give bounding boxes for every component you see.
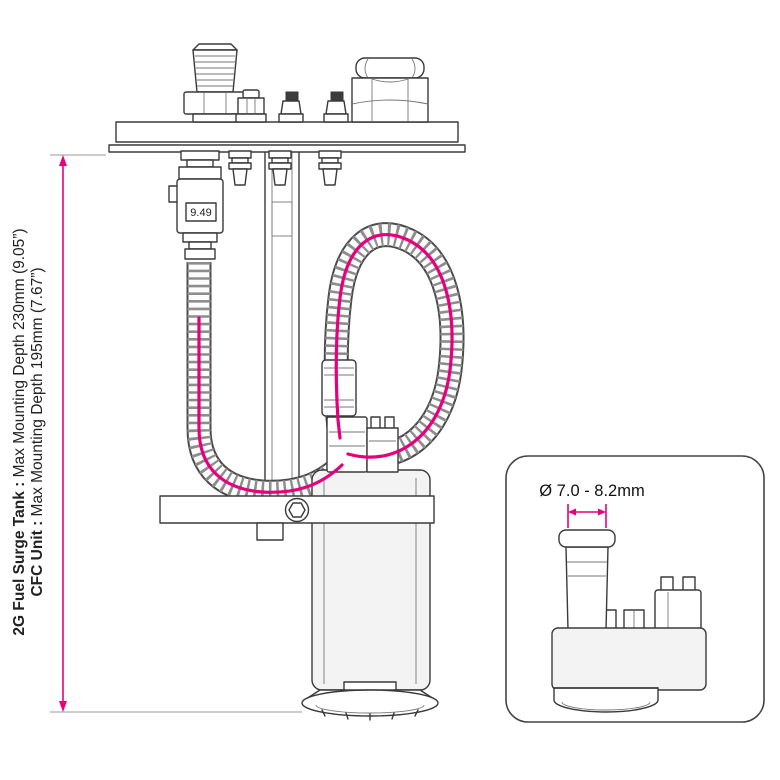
hose-connector [321,359,357,417]
center-tube [264,149,300,501]
cfc-unit-depth-label: CFC Unit : Max Mounting Depth 195mm (7.6… [29,267,46,596]
barb-fitting [558,529,616,631]
stud-left [278,91,304,123]
an-fitting-large [183,43,247,123]
hose-routing-highlight [197,233,454,494]
under-plate-fittings [228,150,342,186]
check-valve-assembly: 9.49 [168,150,224,260]
mounting-depth-dimension [50,154,302,713]
cfc-base [553,687,659,713]
component-value-label: 9.49 [190,207,211,219]
strainer-bell [301,681,439,721]
mounting-plate [108,121,466,153]
hex-cap-large [351,57,429,123]
pump-inlet-connector [326,416,368,473]
port-plug-small [235,89,267,123]
component-value-box [185,202,217,222]
stud-right [323,91,349,123]
cfc-body [551,627,707,691]
cfc-unit-detail [551,529,707,713]
electrical-connector [366,416,399,473]
inset-detail: Ø 7.0 - 8.2mm [505,455,765,723]
inset-dimension-label: Ø 7.0 - 8.2mm [539,482,644,500]
inset-dimension-lines [567,504,607,528]
mounting-bracket [159,495,435,541]
surge-tank-depth-label: 2G Fuel Surge Tank : Max Mounting Depth … [11,228,28,635]
